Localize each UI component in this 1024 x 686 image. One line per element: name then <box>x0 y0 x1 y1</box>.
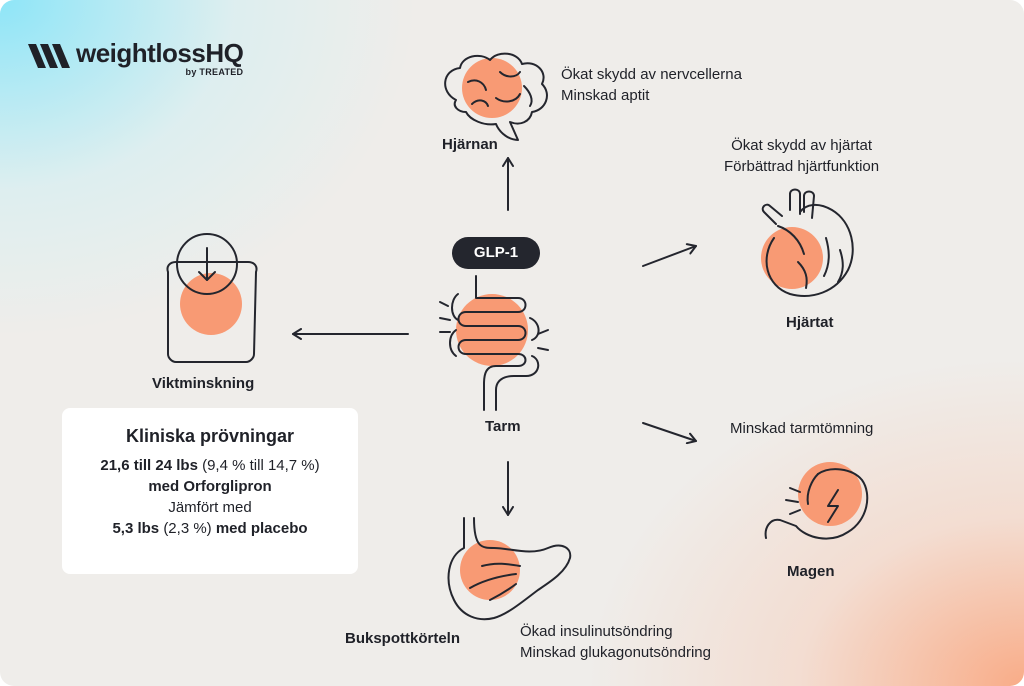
intestine-label: Tarm <box>485 418 521 435</box>
drug-name: med Orforglipron <box>148 478 272 495</box>
result-range: 21,6 till 24 lbs <box>100 457 198 474</box>
brand-logo[interactable]: weightlossHQ by TREATED <box>26 38 244 77</box>
heart-effect-2: Förbättrad hjärtfunktion <box>724 158 880 175</box>
weight-loss-label: Viktminskning <box>152 375 255 392</box>
card-title: Kliniska prövningar <box>125 426 295 446</box>
card-line-4: 5,3 lbs (2,3 %) med placebo <box>62 518 358 539</box>
brain-accent-circle <box>462 58 522 118</box>
stomach-label: Magen <box>787 563 835 580</box>
pancreas-effects: Ökad insulinutsöndring Minskad glukagonu… <box>520 621 711 663</box>
brain-effects: Ökat skydd av nervcellerna Minskad aptit <box>561 64 742 106</box>
placebo-percent: (2,3 %) <box>163 520 212 537</box>
heart-accent-circle <box>761 227 823 289</box>
pancreas-icon <box>447 517 572 621</box>
heart-label: Hjärtat <box>786 314 834 331</box>
heart-icon <box>761 188 854 297</box>
logo-stripes-icon <box>28 44 70 68</box>
logo-name: weightlossHQ <box>76 38 244 68</box>
intestine-icon <box>439 275 549 411</box>
pancreas-effect-2: Minskad glukagonutsöndring <box>520 644 711 661</box>
brain-effect-1: Ökat skydd av nervcellerna <box>561 66 742 83</box>
arrow-to-heart <box>642 243 697 267</box>
stomach-effect-1: Minskad tarmtömning <box>730 420 874 437</box>
heart-effects: Ökat skydd av hjärtat Förbättrad hjärtfu… <box>724 135 879 177</box>
placebo-result: 5,3 lbs <box>112 520 160 537</box>
clinical-trials-card: Kliniska prövningar 21,6 till 24 lbs (9,… <box>62 408 358 574</box>
card-line-1: 21,6 till 24 lbs (9,4 % till 14,7 %) <box>62 455 358 476</box>
arrow-to-stomach <box>642 422 697 445</box>
placebo-label: med placebo <box>215 520 308 537</box>
logo-byline: by TREATED <box>185 67 244 77</box>
result-range-percent: (9,4 % till 14,7 %) <box>202 457 320 474</box>
heart-effect-1: Ökat skydd av hjärtat <box>731 137 872 154</box>
pancreas-effect-1: Ökad insulinutsöndring <box>520 623 673 640</box>
glp1-badge: GLP-1 <box>452 237 540 269</box>
pancreas-label: Bukspottkörteln <box>345 630 461 647</box>
comparison-text: Jämfört med <box>168 499 252 516</box>
scale-accent-circle <box>180 273 242 335</box>
stomach-effects: Minskad tarmtömning <box>730 418 873 439</box>
brain-icon <box>444 52 548 141</box>
brain-label: Hjärnan <box>442 136 498 153</box>
scale-icon <box>166 233 258 363</box>
stomach-icon <box>764 468 869 540</box>
brain-effect-2: Minskad aptit <box>561 87 650 104</box>
intestine-accent-circle <box>456 294 528 366</box>
